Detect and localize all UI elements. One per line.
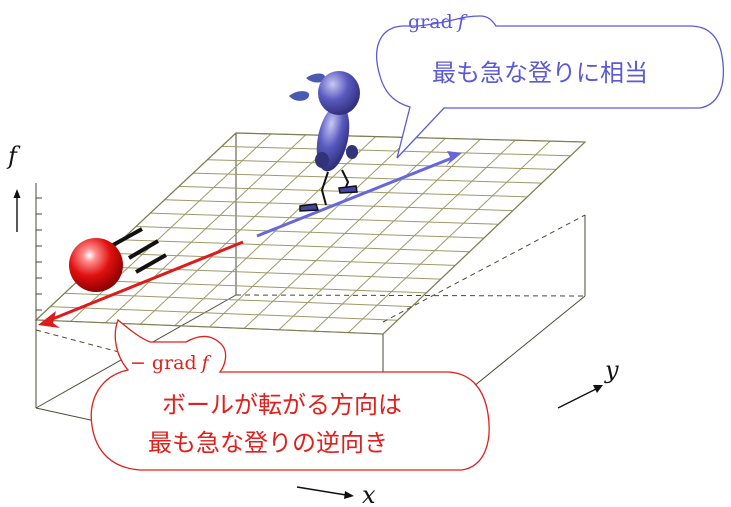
- grid-line-width: [64, 292, 412, 308]
- grid-line-width: [193, 172, 542, 184]
- f-axis-ticks: [36, 197, 42, 311]
- grid-line-width: [150, 212, 499, 225]
- walking-figure: [289, 71, 360, 212]
- f-axis: f: [6, 142, 21, 232]
- grid-line-width: [121, 239, 470, 253]
- rolling-ball: [69, 227, 167, 292]
- tilted-plane-grid: [34, 132, 587, 335]
- f-axis-label: f: [6, 142, 21, 170]
- neg-grad-arrow: [38, 240, 244, 328]
- grid-line-width: [164, 199, 513, 212]
- y-axis-label: y: [604, 356, 619, 384]
- y-axis: y: [557, 356, 619, 409]
- grad-bubble-text: 最も急な登りに相当: [432, 59, 648, 87]
- plane-outline: [34, 132, 587, 335]
- grid-line-width: [221, 145, 571, 157]
- grad-f-symbol: f: [456, 11, 468, 33]
- x-axis: x: [296, 481, 376, 507]
- neg-grad-bubble-outline: [90, 318, 490, 471]
- grid-line-width: [78, 279, 427, 294]
- grad-bubble-outline: [376, 15, 725, 159]
- neg-grad-bubble-line2: 最も急な登りの逆向き: [148, 429, 388, 457]
- neg-grad-f-symbol: f: [200, 352, 212, 374]
- neg-grad-minus: −: [130, 352, 146, 374]
- x-axis-label: x: [362, 481, 376, 507]
- grid-line-width: [207, 159, 557, 170]
- grad-word: grad: [408, 11, 453, 33]
- neg-grad-word: grad: [152, 352, 197, 374]
- grid-line-width: [135, 226, 485, 239]
- grad-arrow: [256, 151, 462, 238]
- grid-line-width: [93, 266, 441, 280]
- neg-grad-bubble-line1: ボールが転がる方向は: [162, 391, 402, 419]
- grid-line-width: [50, 306, 398, 321]
